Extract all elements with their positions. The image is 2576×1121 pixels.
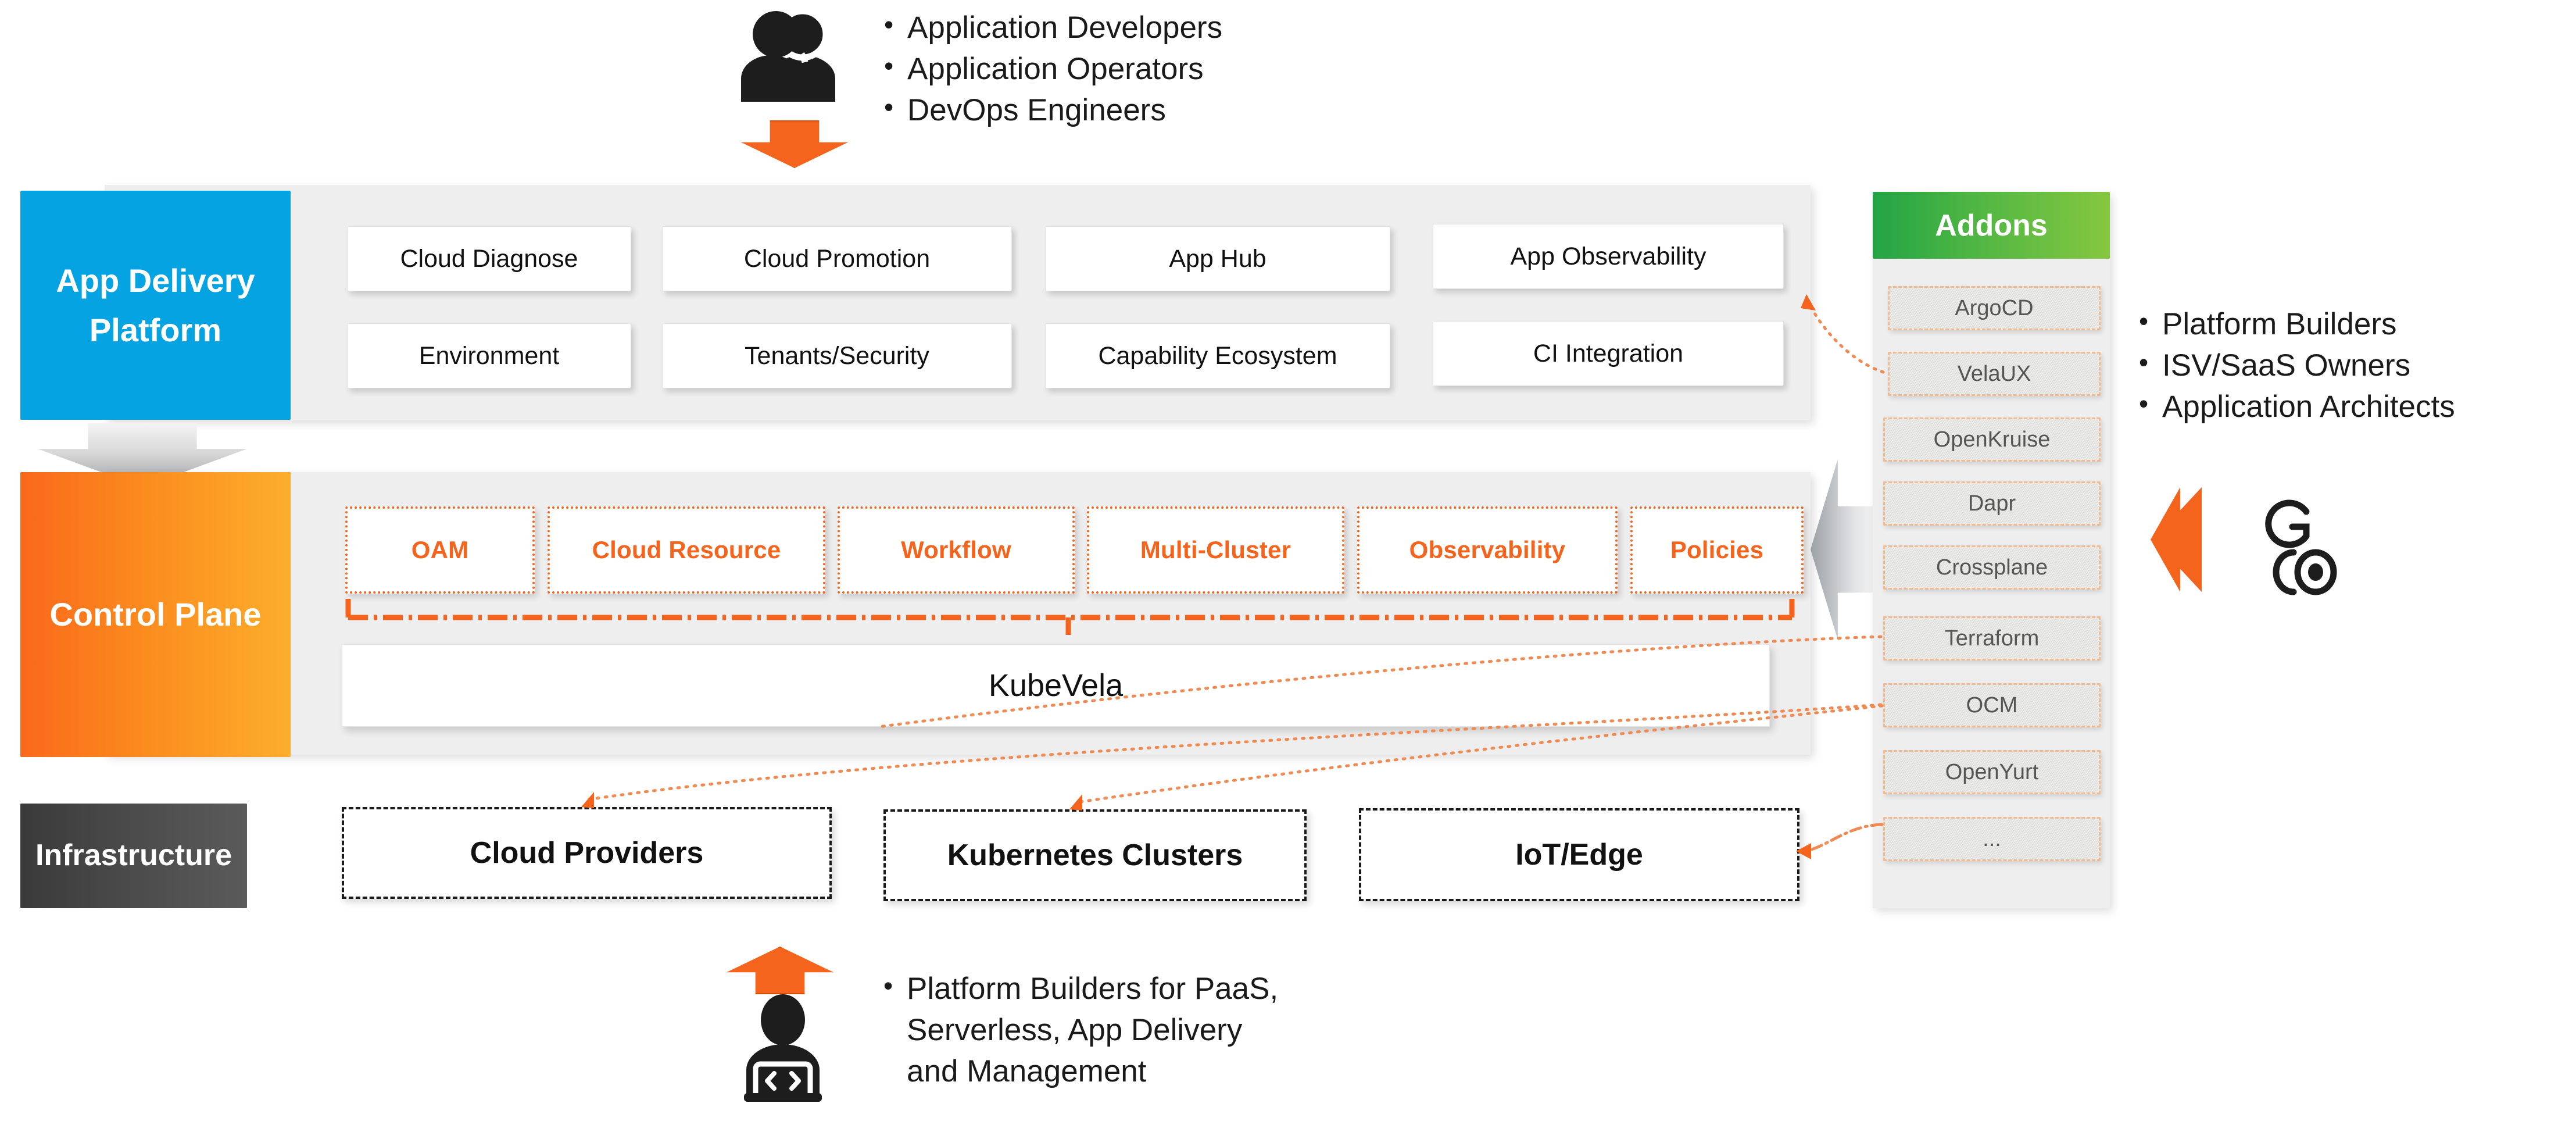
control-plane-label: Control Plane	[20, 472, 291, 757]
card-cloud-diagnose[interactable]: Cloud Diagnose	[347, 226, 631, 291]
infra-iot-edge[interactable]: IoT/Edge	[1359, 808, 1799, 901]
addon-ocm[interactable]: OCM	[1883, 683, 2101, 727]
bullet-dot: •	[884, 51, 894, 81]
capability-observability[interactable]: Observability	[1357, 506, 1618, 594]
addon-openkruise[interactable]: OpenKruise	[1883, 417, 2101, 462]
bullet-dot: •	[883, 970, 893, 1001]
top-persona-list: •Application Developers •Application Ope…	[884, 7, 1407, 131]
list-item: •Platform Builders for PaaS, Serverless,…	[883, 968, 1523, 1092]
capability-policies[interactable]: Policies	[1630, 506, 1804, 594]
addon-dapr[interactable]: Dapr	[1883, 481, 2101, 526]
two-people-icon	[729, 8, 840, 102]
bullet-dot: •	[2139, 306, 2149, 336]
bullet-dot: •	[884, 92, 894, 123]
card-environment[interactable]: Environment	[347, 323, 631, 388]
card-app-hub[interactable]: App Hub	[1045, 226, 1390, 291]
bullet-dot: •	[2139, 388, 2149, 419]
card-tenants-security[interactable]: Tenants/Security	[662, 323, 1012, 388]
orange-down-arrow	[741, 120, 848, 168]
developer-laptop-icon	[739, 994, 827, 1102]
addon-crossplane[interactable]: Crossplane	[1883, 545, 2101, 590]
go-community-icon	[2255, 499, 2339, 595]
kubevela-core-bar[interactable]: KubeVela	[342, 644, 1770, 727]
addon-more[interactable]: ...	[1883, 817, 2101, 861]
addon-openyurt[interactable]: OpenYurt	[1883, 750, 2101, 794]
list-item: •Application Developers	[884, 7, 1407, 48]
list-item: •Application Architects	[2139, 386, 2569, 427]
card-capability-ecosystem[interactable]: Capability Ecosystem	[1045, 323, 1390, 388]
bullet-dot: •	[2139, 347, 2149, 378]
orange-up-arrow	[727, 947, 833, 994]
connector-openyurt-to-iot-edge	[1806, 823, 1884, 852]
right-persona-list: •Platform Builders •ISV/SaaS Owners •App…	[2139, 304, 2569, 427]
infra-kubernetes-clusters[interactable]: Kubernetes Clusters	[883, 809, 1307, 901]
capability-multi-cluster[interactable]: Multi-Cluster	[1087, 506, 1344, 594]
addons-title: Addons	[1873, 192, 2110, 259]
arrowhead-cloud-providers	[581, 792, 594, 808]
card-cloud-promotion[interactable]: Cloud Promotion	[662, 226, 1012, 291]
addon-velaux[interactable]: VelaUX	[1888, 352, 2101, 396]
app-delivery-platform-label: App Delivery Platform	[20, 191, 291, 420]
list-item: •Application Operators	[884, 48, 1407, 90]
arrowhead-k8s-clusters	[1069, 794, 1082, 811]
list-item: •ISV/SaaS Owners	[2139, 345, 2569, 386]
capability-oam[interactable]: OAM	[345, 506, 535, 594]
card-ci-integration[interactable]: CI Integration	[1433, 321, 1784, 386]
right-persona-group: •Platform Builders •ISV/SaaS Owners •App…	[2139, 304, 2569, 427]
infrastructure-label: Infrastructure	[20, 804, 247, 908]
addon-argocd[interactable]: ArgoCD	[1888, 286, 2101, 330]
capability-workflow[interactable]: Workflow	[838, 506, 1075, 594]
list-item: •Platform Builders	[2139, 304, 2569, 345]
orange-left-arrow	[2151, 487, 2202, 592]
card-app-observability[interactable]: App Observability	[1433, 224, 1784, 289]
bottom-persona-list: •Platform Builders for PaaS, Serverless,…	[883, 968, 1523, 1092]
infra-cloud-providers[interactable]: Cloud Providers	[342, 807, 832, 899]
addon-terraform[interactable]: Terraform	[1883, 616, 2101, 661]
bullet-dot: •	[884, 9, 894, 40]
capability-cloud-resource[interactable]: Cloud Resource	[548, 506, 825, 594]
connector-velaux-to-platform	[1807, 301, 1885, 374]
list-item: •DevOps Engineers	[884, 90, 1407, 131]
